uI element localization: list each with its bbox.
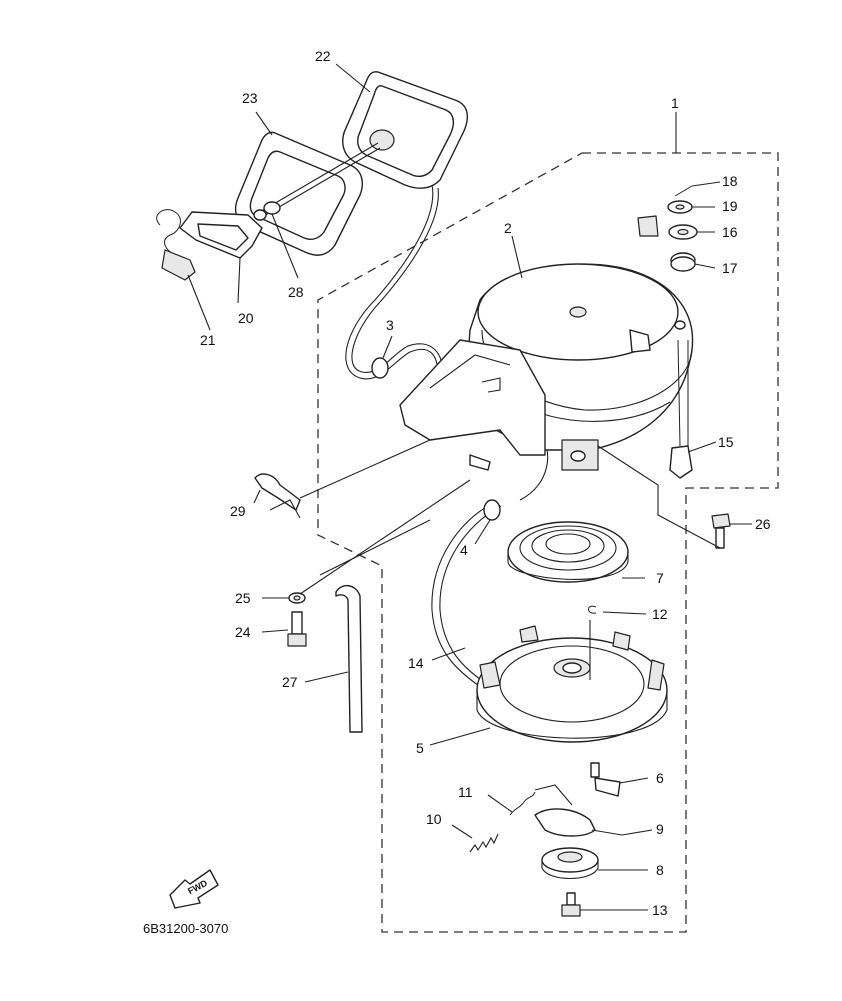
callout-6: 6 xyxy=(656,770,664,786)
callout-19: 19 xyxy=(722,198,738,214)
callout-12: 12 xyxy=(652,606,668,622)
pawl-part-6 xyxy=(590,762,621,797)
hose-part-27 xyxy=(335,585,363,733)
callout-24: 24 xyxy=(235,624,251,640)
callout-14: 14 xyxy=(408,655,424,671)
bracket-part-15 xyxy=(669,339,693,479)
plate-part-8 xyxy=(541,847,599,879)
callout-25: 25 xyxy=(235,590,251,606)
clip-part-21 xyxy=(156,209,196,281)
rope-guide-part-4 xyxy=(483,499,501,521)
callout-4: 4 xyxy=(460,542,468,558)
callout-17: 17 xyxy=(722,260,738,276)
callout-2: 2 xyxy=(504,220,512,236)
callout-13: 13 xyxy=(652,902,668,918)
callout-28: 28 xyxy=(288,284,304,300)
bolt-part-26 xyxy=(711,513,731,549)
bolt-part-24 xyxy=(287,611,307,647)
callout-26: 26 xyxy=(755,516,771,532)
callout-29: 29 xyxy=(230,503,246,519)
callout-1: 1 xyxy=(671,95,679,111)
callouts: 1 2 3 4 5 6 7 8 9 10 11 12 13 14 15 16 1… xyxy=(200,48,771,918)
callout-27: 27 xyxy=(282,674,298,690)
bracket-part-20 xyxy=(179,211,263,259)
callout-15: 15 xyxy=(718,434,734,450)
callout-9: 9 xyxy=(656,821,664,837)
callout-10: 10 xyxy=(426,811,442,827)
callout-5: 5 xyxy=(416,740,424,756)
fwd-arrow-icon: FWD xyxy=(169,869,219,909)
callout-23: 23 xyxy=(242,90,258,106)
drum-part-5 xyxy=(476,620,668,743)
spring-part-11 xyxy=(509,791,536,816)
grip-handle-part-22 xyxy=(342,71,468,189)
callout-18: 18 xyxy=(722,173,738,189)
handle-cover-part-23 xyxy=(234,131,381,256)
washer-part-25 xyxy=(288,592,306,604)
circlip-part-12 xyxy=(588,605,597,614)
guide-part-9 xyxy=(534,784,596,837)
callout-7: 7 xyxy=(656,570,664,586)
callout-21: 21 xyxy=(200,332,216,348)
bolt-part-13 xyxy=(561,892,581,917)
callout-11: 11 xyxy=(458,784,473,800)
spring-part-10 xyxy=(469,833,499,853)
callout-16: 16 xyxy=(722,224,738,240)
callout-3: 3 xyxy=(386,317,394,333)
starter-housing-part-2 xyxy=(399,263,694,471)
leader-lines xyxy=(187,63,752,911)
small-parts-16-19 xyxy=(637,185,698,272)
lever-part-29 xyxy=(254,473,301,519)
spiral-spring-part-7 xyxy=(507,521,629,583)
rope-anchor-part-28 xyxy=(253,201,281,221)
rope-guide-part-3 xyxy=(371,357,389,379)
callout-8: 8 xyxy=(656,862,664,878)
diagram-code: 6B31200-3070 xyxy=(143,921,228,936)
assembly-boundary xyxy=(317,152,779,933)
callout-20: 20 xyxy=(238,310,254,326)
callout-22: 22 xyxy=(315,48,331,64)
